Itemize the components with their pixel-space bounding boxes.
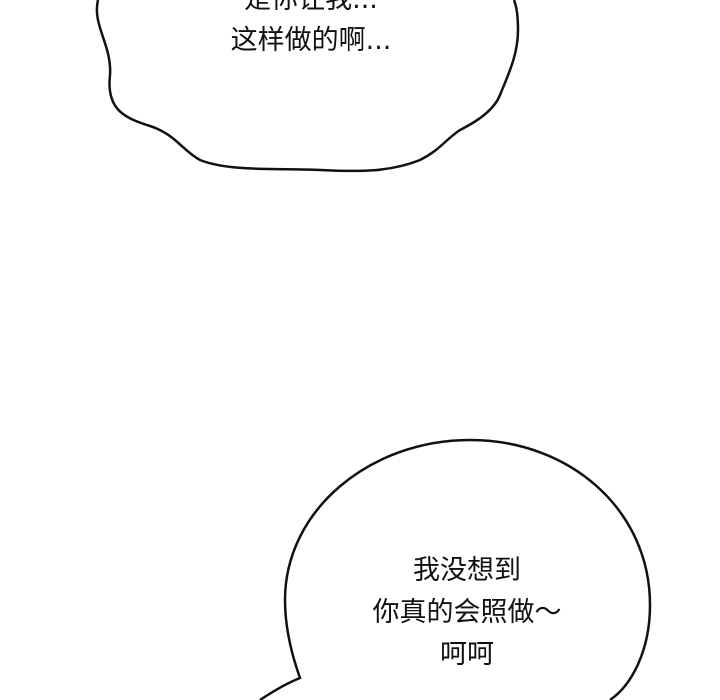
dialogue-line: 呵呵 [440, 639, 494, 670]
dialogue-line: 你真的会照做～ [372, 597, 562, 628]
dialogue-line: 我没想到 [413, 555, 521, 586]
speech-bubble-bottom [259, 438, 652, 700]
dialogue-line: 是你让我... [244, 0, 378, 15]
dialogue-line: 这样做的啊... [230, 25, 392, 56]
speech-bubble-top [95, 0, 520, 173]
